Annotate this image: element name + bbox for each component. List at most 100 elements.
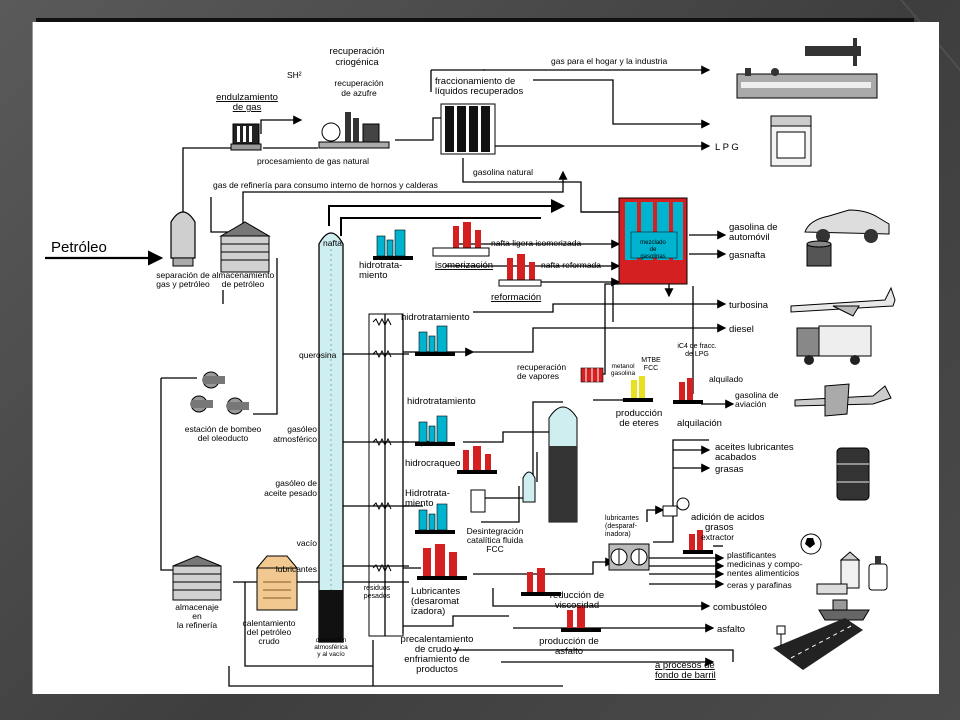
stove-icon (770, 115, 812, 167)
isomerization-unit (432, 222, 490, 257)
distillation-column (318, 232, 344, 643)
label-procesamiento-gas: procesamiento de gas natural (257, 156, 369, 166)
car-icon (804, 209, 890, 243)
label-hidrocraqueo: hidrocraqueo (405, 458, 460, 469)
label-diesel: diesel (729, 324, 754, 335)
label-lpg: L P G (715, 142, 739, 153)
wax-icon (816, 583, 848, 595)
label-isomerizacion: isomerización (435, 260, 493, 271)
label-hidrotratamiento-2: hidrotratamiento (401, 312, 470, 323)
label-hidrotratamiento-3: hidrotratamiento (407, 396, 476, 407)
hydrocracker-unit (457, 446, 497, 474)
label-querosina: querosina (299, 350, 337, 360)
fcc-unit (470, 406, 578, 523)
barrels-icon (836, 447, 870, 501)
bottle-icon (868, 556, 888, 591)
label-lubricantes: lubricantes (276, 564, 317, 574)
fractionation-unit (440, 103, 496, 155)
label-alquilacion: alquilación (677, 418, 722, 429)
label-ic4: iC4 de fracc.de LPG (677, 343, 716, 358)
label-extractor: extractor (701, 532, 734, 542)
extractor-unit (683, 530, 713, 554)
road-icon (773, 618, 863, 670)
hydrotreater-kerosene (415, 325, 455, 356)
vapor-recovery-unit (580, 367, 604, 383)
label-gasolina-natural: gasolina natural (473, 167, 533, 177)
airliner-icon (790, 286, 896, 317)
label-sh2: SH² (287, 70, 302, 80)
small-plane-icon (794, 383, 892, 417)
label-nafta: nafta (323, 238, 342, 248)
truck-icon (796, 325, 872, 365)
label-turbosina: turbosina (729, 300, 769, 311)
label-gas-hogar: gas para el hogar y la industria (551, 56, 668, 66)
sweetening-unit (230, 123, 262, 151)
fuel-can-icon (806, 240, 832, 267)
label-ceras-parafinas: ceras y parafinas (727, 580, 792, 590)
label-combustoleo: combustóleo (713, 602, 767, 613)
label-hidrotratamiento-4: Hidrotrata-miento (405, 488, 450, 509)
pump-station (190, 371, 249, 415)
label-hidrotratamiento-1: hidrotrata-miento (359, 260, 402, 281)
label-lubricantes-desparafinadora: lubricantes(desparaf-inadora) (605, 515, 639, 538)
flow-lines (45, 65, 735, 687)
label-reformacion: reformación (491, 292, 541, 303)
label-gas-refineria: gas de refinería para consumo interno de… (213, 180, 438, 190)
reforming-unit (498, 254, 542, 287)
ether-unit (623, 376, 653, 402)
cooler-bank (368, 313, 404, 637)
dearomatizer-unit (417, 544, 467, 580)
label-grasas: grasas (715, 464, 744, 475)
label-gasnafta: gasnafta (729, 250, 766, 261)
label-petroleo: Petróleo (51, 239, 107, 256)
cryogenic-unit (318, 112, 390, 149)
label-vacio: vacío (297, 538, 318, 548)
hydrotreater-gasoil (415, 415, 455, 446)
dewaxer-unit (608, 543, 650, 571)
factory-icon (736, 38, 878, 99)
acid-addition-unit (662, 497, 690, 517)
hydrotreater-naphtha (373, 229, 413, 260)
milk-carton-icon (839, 551, 861, 589)
visbreaker-unit (521, 568, 561, 596)
hydrotreater-heavy (415, 503, 455, 534)
blending-unit (618, 197, 688, 285)
label-alquilado: alquilado (709, 374, 743, 384)
asphalt-unit (561, 606, 601, 632)
ball-icon (800, 533, 822, 555)
crude-heater (255, 555, 299, 611)
ship-icon (818, 599, 870, 621)
separator-vessel (170, 211, 196, 267)
